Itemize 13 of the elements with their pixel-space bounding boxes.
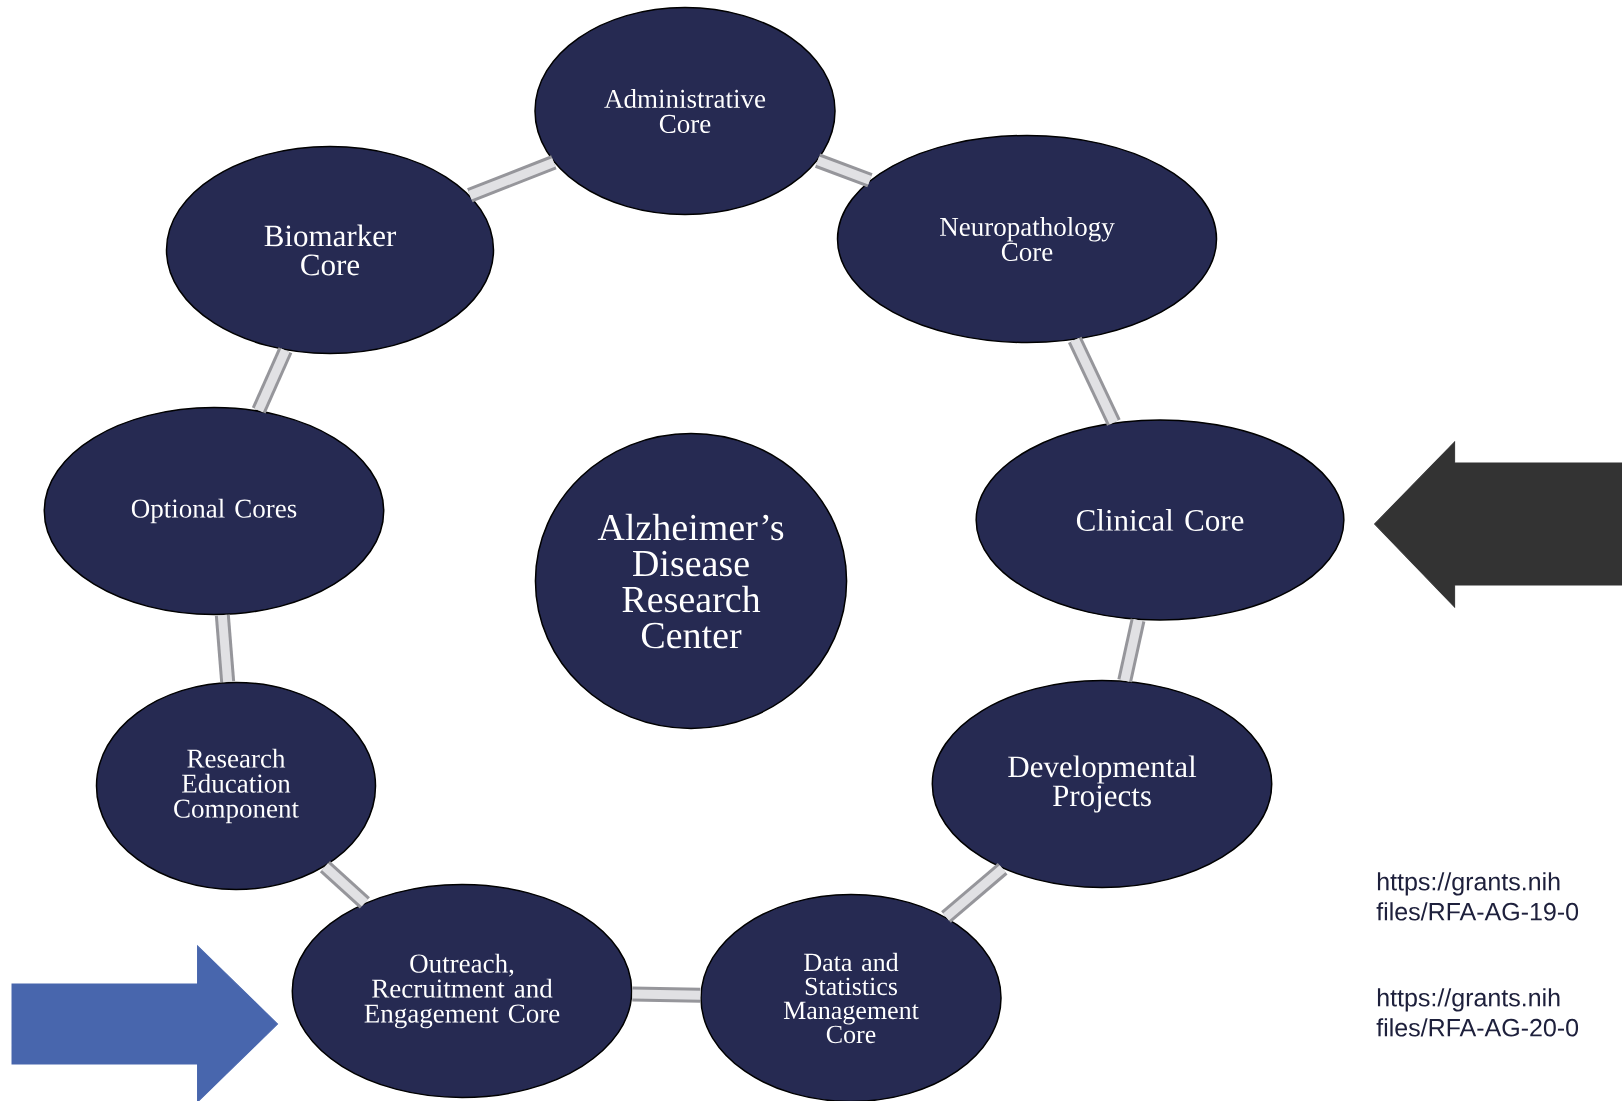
ring-connector bbox=[1068, 336, 1121, 426]
ring-connector bbox=[814, 153, 873, 188]
block-arrow bbox=[1374, 441, 1622, 608]
block-arrow bbox=[11, 945, 279, 1101]
link-text: https://grants.nih files/RFA-AG-19-0 bbox=[1376, 872, 1579, 921]
ring-connector bbox=[319, 861, 370, 909]
ring-connector bbox=[214, 614, 236, 683]
ring-connector bbox=[632, 986, 701, 1003]
ring-connector bbox=[467, 155, 557, 203]
ring-connector bbox=[1117, 618, 1146, 683]
ring-connector bbox=[251, 347, 293, 414]
link-text: https://grants.nih files/RFA-AG-20-0 bbox=[1376, 988, 1579, 1037]
ring-connector bbox=[941, 863, 1008, 923]
